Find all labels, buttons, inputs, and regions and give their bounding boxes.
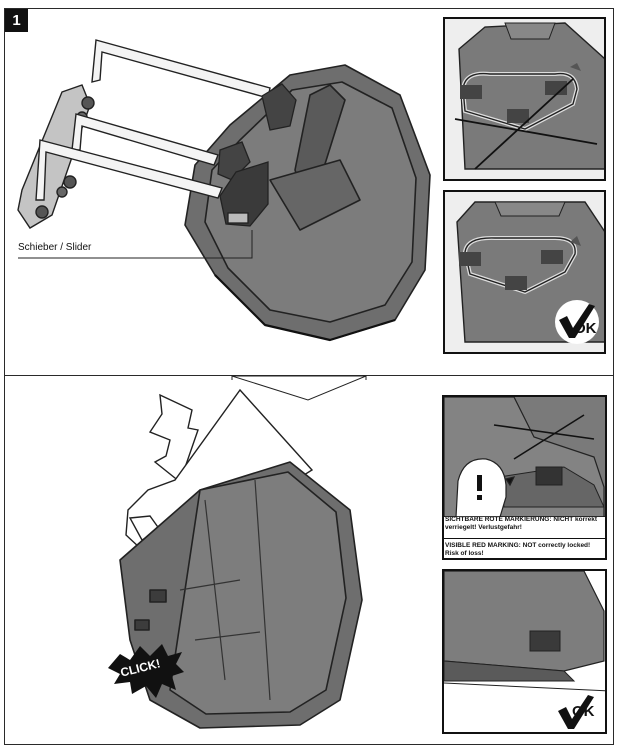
detail-panel-warning bbox=[442, 395, 607, 560]
warning-divider bbox=[443, 538, 605, 539]
click-burst-icon bbox=[108, 644, 184, 698]
warning-text-de: SICHTBARE ROTE MARKIERUNG: NICHT korrekt… bbox=[445, 516, 598, 531]
exclamation-head-icon bbox=[455, 458, 516, 517]
ok-label-bottom: OK bbox=[572, 703, 595, 720]
slider-label: Schieber / Slider bbox=[18, 242, 92, 253]
check-icon bbox=[554, 691, 598, 732]
warning-text: SICHTBARE ROTE MARKIERUNG: NICHT korrekt… bbox=[443, 516, 605, 564]
case-body-top bbox=[184, 64, 431, 342]
outer-frame bbox=[4, 8, 614, 745]
step-number-badge: 1 bbox=[5, 9, 28, 32]
detail-panel-wrong-mount bbox=[443, 17, 606, 181]
rack-frame-correct bbox=[462, 235, 578, 295]
ok-label-top: OK bbox=[574, 320, 597, 337]
transition-bracket bbox=[231, 375, 367, 401]
rack-bars bbox=[35, 39, 271, 201]
warning-text-en: VISIBLE RED MARKING: NOT correctly locke… bbox=[445, 542, 591, 557]
case-latches bbox=[217, 83, 297, 227]
rack-frame-wrong bbox=[460, 71, 580, 132]
cross-out-icon bbox=[493, 414, 595, 460]
check-icon bbox=[555, 300, 599, 344]
slider-callout-line bbox=[18, 230, 253, 259]
case-body-bottom bbox=[119, 461, 363, 729]
detail-panel-locked-ok bbox=[442, 569, 607, 734]
detail-panel-correct-mount bbox=[443, 190, 606, 354]
down-arrow-icon bbox=[148, 393, 199, 484]
cross-out-icon bbox=[454, 78, 598, 170]
